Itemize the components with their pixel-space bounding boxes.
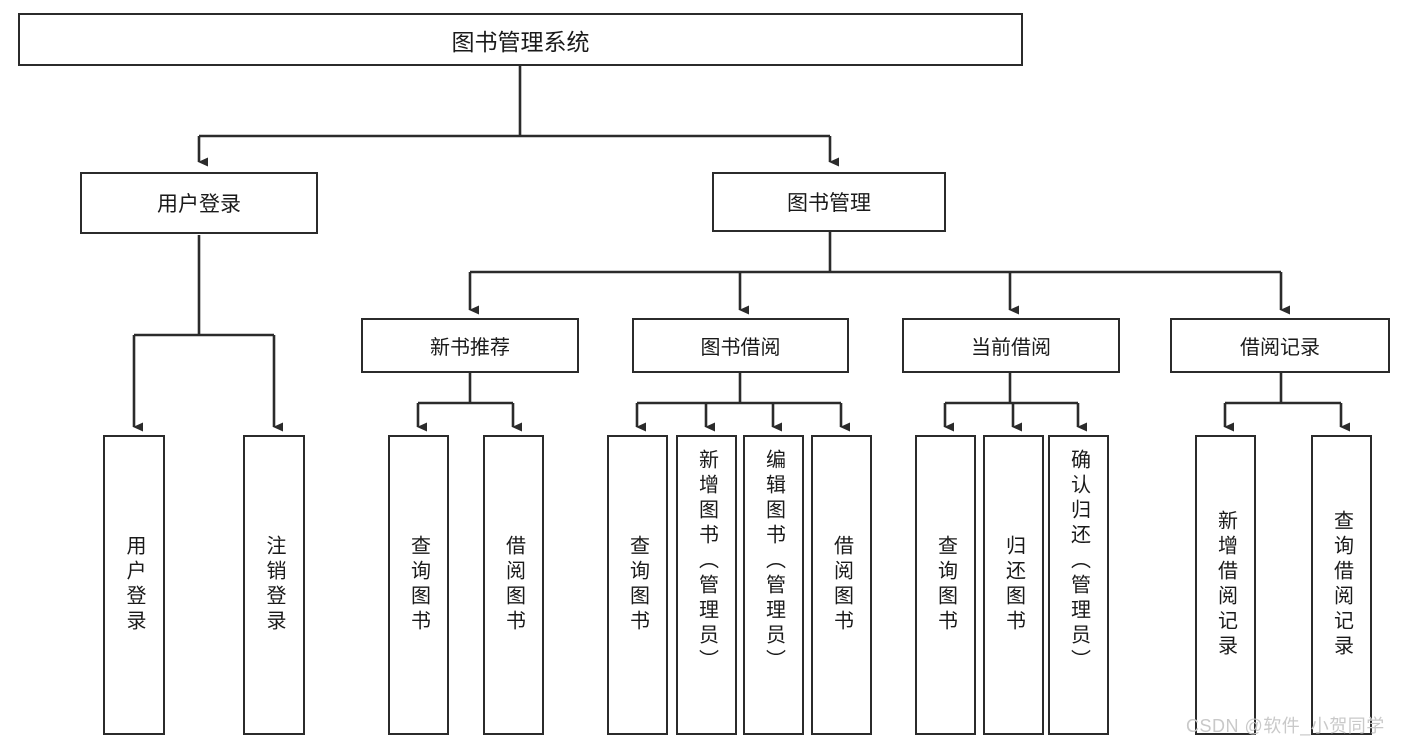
leaf-confirm-return-admin[interactable]: 确认归还（管理员） (1048, 435, 1109, 735)
leaf-label: 查询图书 (934, 535, 957, 635)
node-label: 图书管理系统 (451, 28, 590, 55)
leaf-borrow-book[interactable]: 借阅图书 (811, 435, 872, 735)
node-label: 图书借阅 (700, 337, 781, 359)
leaf-query-borrow-record[interactable]: 查询借阅记录 (1311, 435, 1372, 735)
leaf-label: 查询借阅记录 (1330, 510, 1353, 660)
node-label: 新书推荐 (430, 337, 510, 359)
node-current-borrow[interactable]: 当前借阅 (902, 318, 1120, 373)
leaf-label: 新增图书（管理员） (695, 449, 718, 674)
leaf-label: 新增借阅记录 (1214, 510, 1237, 660)
leaf-label: 归还图书 (1002, 535, 1025, 635)
node-root-library-system[interactable]: 图书管理系统 (18, 13, 1023, 66)
leaf-query-book-recommend[interactable]: 查询图书 (388, 435, 449, 735)
leaf-label: 编辑图书（管理员） (762, 449, 785, 674)
node-book-borrow[interactable]: 图书借阅 (632, 318, 849, 373)
node-user-login[interactable]: 用户登录 (80, 172, 318, 234)
leaf-label: 借阅图书 (502, 535, 525, 635)
node-borrow-record[interactable]: 借阅记录 (1170, 318, 1390, 373)
node-book-management[interactable]: 图书管理 (712, 172, 946, 232)
leaf-label: 用户登录 (123, 535, 145, 635)
leaf-query-book-current[interactable]: 查询图书 (915, 435, 976, 735)
node-label: 图书管理 (787, 192, 871, 215)
leaf-label: 查询图书 (626, 535, 649, 635)
leaf-label: 确认归还（管理员） (1067, 449, 1090, 674)
leaf-user-login[interactable]: 用户登录 (103, 435, 165, 735)
leaf-add-book-admin[interactable]: 新增图书（管理员） (676, 435, 737, 735)
node-label: 当前借阅 (971, 337, 1051, 359)
leaf-add-borrow-record[interactable]: 新增借阅记录 (1195, 435, 1256, 735)
leaf-return-book[interactable]: 归还图书 (983, 435, 1044, 735)
watermark: CSDN @软件_小贺同学 (1186, 716, 1385, 736)
node-new-book-recommend[interactable]: 新书推荐 (361, 318, 579, 373)
leaf-label: 借阅图书 (830, 535, 853, 635)
leaf-label: 查询图书 (407, 535, 430, 635)
node-label: 借阅记录 (1240, 337, 1320, 359)
leaf-borrow-book-recommend[interactable]: 借阅图书 (483, 435, 544, 735)
leaf-edit-book-admin[interactable]: 编辑图书（管理员） (743, 435, 804, 735)
leaf-user-logout[interactable]: 注销登录 (243, 435, 305, 735)
node-label: 用户登录 (157, 193, 241, 216)
leaf-label: 注销登录 (263, 535, 285, 635)
leaf-query-book-borrow[interactable]: 查询图书 (607, 435, 668, 735)
